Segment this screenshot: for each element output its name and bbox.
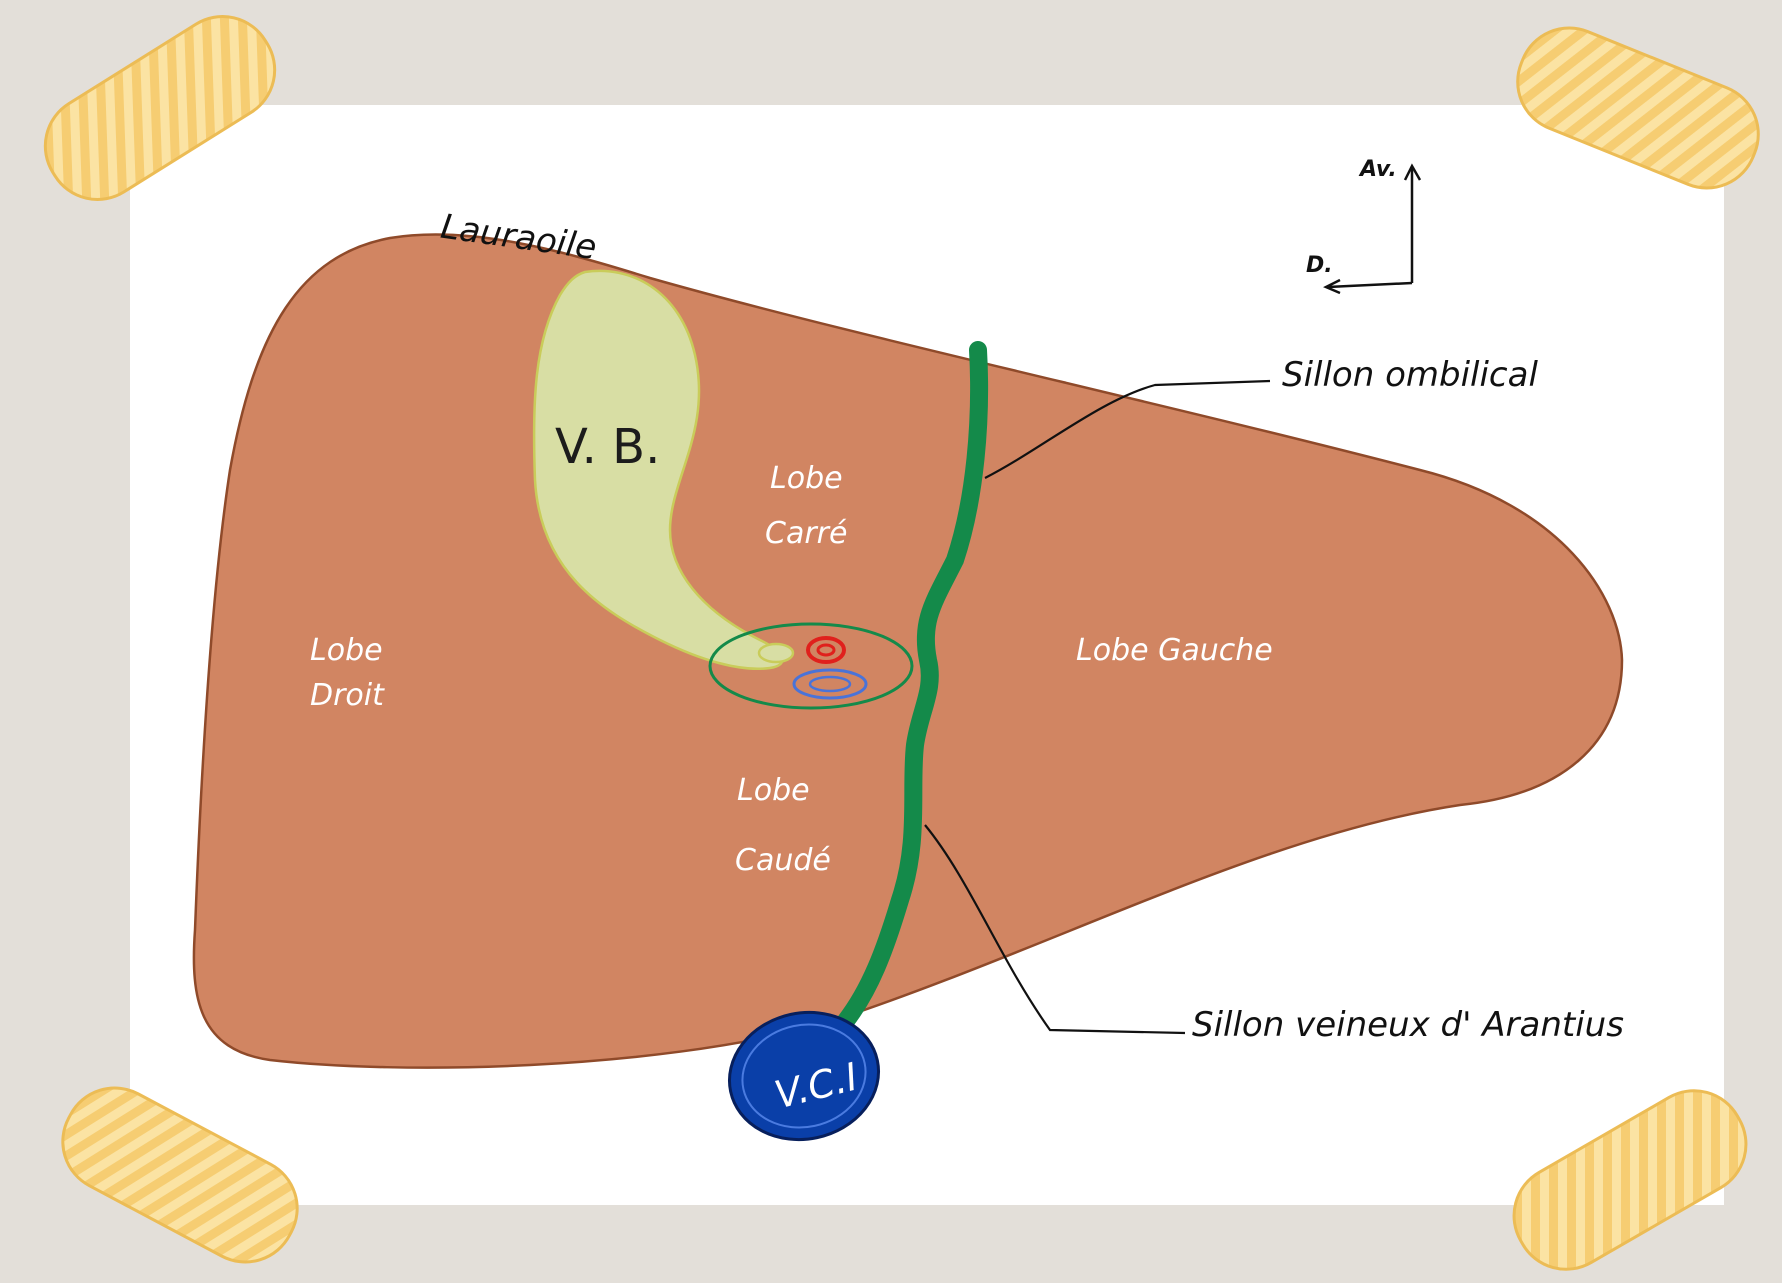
lobe-droit-label-1: Lobe: [310, 633, 383, 668]
lobe-gauche-label: Lobe Gauche: [1076, 633, 1273, 668]
lobe-droit-label-2: Droit: [310, 678, 385, 713]
orientation-d-label: D.: [1306, 253, 1333, 278]
lobe-carre-label-2: Carré: [765, 516, 847, 551]
sillon-ombilical-label: Sillon ombilical: [1282, 355, 1538, 395]
orientation-av-label: Av.: [1358, 157, 1397, 182]
lobe-carre-label-1: Lobe: [770, 461, 843, 496]
lobe-caude-label-2: Caudé: [735, 843, 831, 878]
sillon-arantius-label: Sillon veineux d' Arantius: [1192, 1005, 1624, 1045]
bile-duct-end: [759, 644, 793, 662]
lobe-caude-label-1: Lobe: [737, 773, 810, 808]
gallbladder-label: V. B.: [555, 419, 660, 475]
